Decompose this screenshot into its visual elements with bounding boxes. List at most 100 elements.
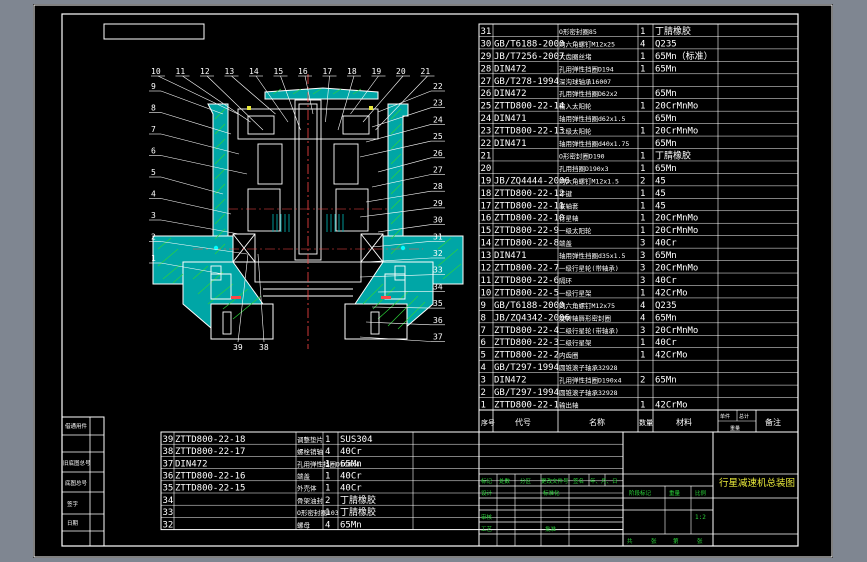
upper-row-9-qty: 4 [640,301,645,311]
upper-row-21-no: 21 [481,151,492,161]
upper-row-1-mat: 42CrMo [655,401,688,411]
balloon-35: 35 [433,299,443,308]
upper-row-13-mat: 65Mn [655,251,677,261]
upper-row-10-name: 一级行星架 [559,288,592,297]
leader-20 [362,75,404,123]
upper-row-5-mat: 42CrMo [655,351,688,361]
upper-row-3-name: 孔用弹性挡圈D190x4 [559,376,622,385]
upper-row-16-name: 行星轴 [559,214,579,223]
strip-label-2: 底图总号 [65,479,88,487]
upper-row-19-qty: 2 [640,176,645,186]
leader-8 [160,112,232,135]
lower-row-35-code: ZTTD800-22-15 [175,484,245,494]
lower-row-36-qty: 1 [325,472,330,482]
lower-row-32-name: 螺母 [297,520,311,529]
leader-39 [237,253,249,343]
leader-14 [255,75,289,123]
upper-row-9-code: GB/T6188-2000 [494,301,564,311]
balloon-2: 2 [151,233,156,242]
upper-row-24-code: DIN471 [494,114,527,124]
leader-1 [160,262,224,275]
balloon-6: 6 [151,147,156,156]
lower-row-35-qty: 1 [325,484,330,494]
upper-row-6-qty: 1 [640,338,645,348]
upper-row-12-no: 12 [481,264,492,274]
upper-row-24-no: 24 [481,114,492,124]
upper-row-16-qty: 1 [640,214,645,224]
balloon-5: 5 [151,168,156,177]
balloon-24: 24 [433,115,443,124]
lower-row-32-mat: 65Mn [340,520,362,530]
upper-row-23-qty: 1 [640,127,645,137]
leader-17 [325,75,330,123]
upper-row-5-qty: 1 [640,351,645,361]
upper-row-8-no: 8 [481,313,486,323]
upper-row-26-no: 26 [481,89,492,99]
upper-row-9-name: 内六角螺钉M12x75 [559,301,615,310]
upper-row-13-no: 13 [481,251,492,261]
upper-row-25-qty: 1 [640,102,645,112]
upper-row-17-no: 17 [481,201,492,211]
balloon-10: 10 [151,67,161,76]
upper-row-20-qty: 1 [640,164,645,174]
upper-row-25-no: 25 [481,102,492,112]
upper-row-24-name: 轴用弹性挡圈d62x1.5 [559,114,625,123]
leader-7 [160,133,240,155]
upper-row-10-mat: 42CrMo [655,288,688,298]
leader-31 [371,241,432,248]
upper-row-14-code: ZTTD800-22-8 [494,239,559,249]
upper-row-13-code: DIN471 [494,251,527,261]
balloon-leaders [149,75,445,343]
upper-row-7-code: ZTTD800-22-4 [494,326,559,336]
upper-row-28-no: 28 [481,64,492,74]
balloon-34: 34 [433,282,443,291]
leader-34 [377,291,432,293]
lower-row-37-mat: 65Mn [340,459,362,469]
leader-24 [365,124,432,143]
lower-row-38-mat: 40Cr [340,447,362,457]
title-approve: 批准 [545,525,557,533]
upper-row-16-mat: 20CrMnMo [655,214,698,224]
upper-row-17-code: ZTTD800-22-11 [494,201,564,211]
title-review: 审核 [481,513,493,521]
title-process: 工艺 [481,526,493,533]
upper-row-5-no: 5 [481,351,486,361]
upper-row-7-qty: 3 [640,326,645,336]
balloon-36: 36 [433,316,443,325]
upper-row-28-name: 孔用弹性挡圈D194 [559,64,614,73]
upper-row-18-name: 平键 [559,189,573,198]
lower-row-39-qty: 1 [325,435,330,445]
upper-row-10-no: 10 [481,288,492,298]
upper-row-5-name: 内齿圈 [559,351,579,360]
title-change-doc: 更改文件号 [541,477,569,485]
leader-15 [280,75,301,131]
leader-30 [377,224,432,233]
upper-row-4-code: GB/T297-1994 [494,363,559,373]
drawing-number-box [103,23,205,40]
header-remark: 备注 [765,417,781,427]
title-sheet-word: 张 [651,537,657,545]
upper-row-11-code: ZTTD800-22-6 [494,276,559,286]
upper-row-2-code: GB/T297-1994 [494,388,559,398]
title-design: 设计 [481,489,493,497]
lower-row-32-qty: 4 [325,520,330,530]
upper-row-25-mat: 20CrMnMo [655,102,698,112]
balloon-30: 30 [433,216,443,225]
lower-row-34-name: 骨架油封 [297,496,324,505]
header-total: 总计 [739,413,749,420]
leader-32 [365,257,432,263]
title-zone: 分区 [520,477,532,485]
upper-row-14-mat: 40Cr [655,239,677,249]
balloon-32: 32 [433,249,443,258]
lower-row-37-code: DIN472 [175,459,208,469]
upper-row-18-code: ZTTD800-22-12 [494,189,564,199]
leader-23 [371,107,432,128]
title-mark: 标记 [481,477,493,485]
balloon-27: 27 [433,166,443,175]
upper-row-15-name: 一级太阳轮 [559,226,592,235]
lower-row-35-name: 外壳体 [297,484,317,493]
upper-row-7-mat: 20CrMnMo [655,326,698,336]
lower-row-35-mat: 40Cr [340,484,362,494]
header-code: 代号 [515,417,531,427]
